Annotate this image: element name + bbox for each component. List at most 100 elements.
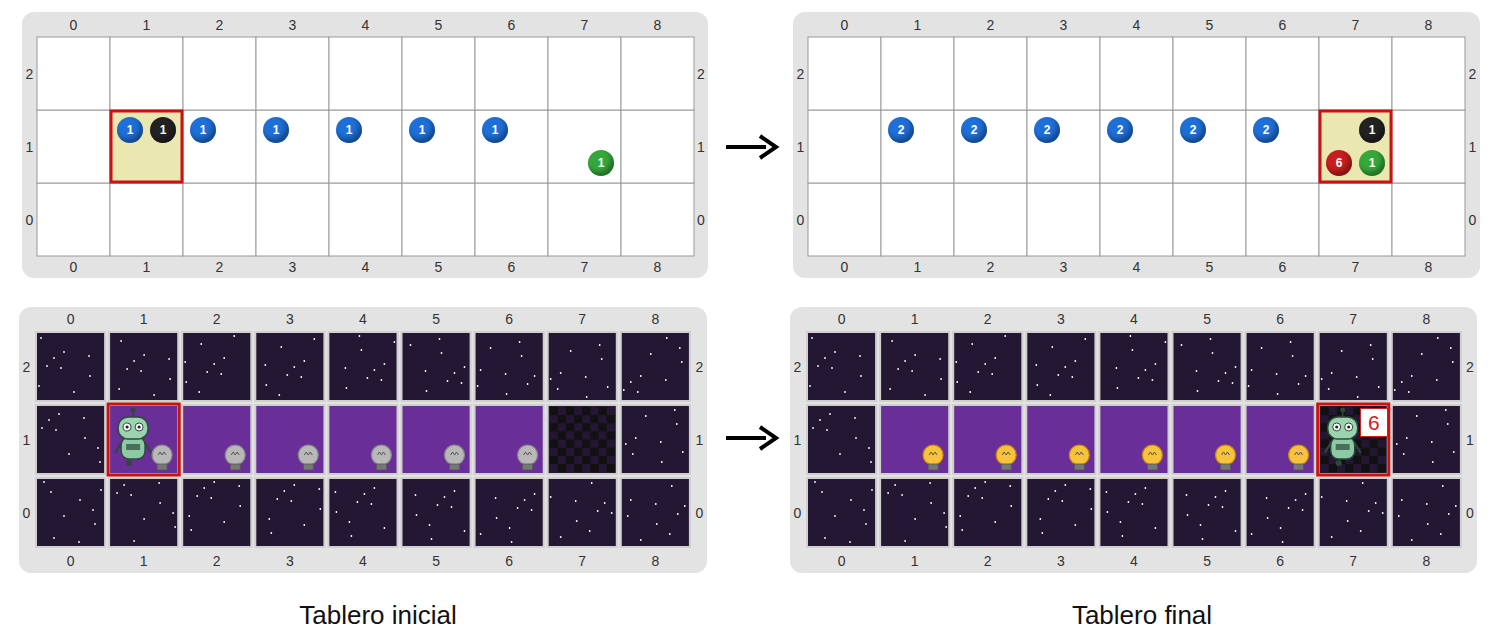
row-number: 1	[1469, 140, 1477, 154]
star	[655, 503, 657, 505]
column-number: 0	[70, 18, 78, 32]
goal-check	[558, 448, 566, 456]
column-number: 1	[914, 18, 922, 32]
star	[824, 537, 826, 539]
board-cell	[328, 405, 397, 474]
star	[859, 355, 861, 357]
ball-count: 2	[1263, 124, 1270, 136]
star	[286, 374, 288, 376]
board-cell	[953, 478, 1022, 547]
star	[1408, 391, 1410, 393]
star	[303, 360, 305, 362]
star	[319, 508, 321, 510]
star	[1266, 497, 1268, 499]
star	[550, 378, 552, 380]
star	[48, 419, 50, 421]
star	[172, 512, 174, 514]
board-cell	[109, 332, 178, 401]
row-number: 2	[23, 360, 31, 374]
star	[601, 358, 603, 360]
star	[904, 360, 906, 362]
ball-count: 1	[200, 124, 207, 136]
board-cell	[110, 37, 183, 110]
star	[496, 517, 498, 519]
goal-check	[574, 464, 582, 472]
star	[984, 363, 986, 365]
row-number: 1	[697, 140, 705, 154]
column-number: 2	[216, 18, 224, 32]
column-number: 0	[841, 18, 849, 32]
ball: 1	[409, 117, 435, 143]
star	[384, 363, 386, 365]
star	[971, 343, 973, 345]
star	[591, 482, 593, 484]
star	[637, 391, 639, 393]
star	[345, 367, 347, 369]
star	[1453, 451, 1455, 453]
star	[844, 391, 846, 393]
ball-count: 2	[1044, 124, 1051, 136]
star	[374, 487, 376, 489]
star	[210, 497, 212, 499]
star	[1440, 533, 1442, 535]
star	[68, 453, 70, 455]
star	[956, 381, 958, 383]
column-number: 1	[914, 260, 922, 274]
star	[97, 447, 99, 449]
column-number: 8	[654, 18, 662, 32]
star	[276, 498, 278, 500]
star	[278, 394, 280, 396]
board-cell	[1099, 405, 1168, 474]
ball: 2	[961, 117, 987, 143]
ball-count: 2	[1117, 124, 1124, 136]
column-number: 3	[1060, 18, 1068, 32]
star	[198, 391, 200, 393]
column-number: 4	[1130, 554, 1138, 568]
column-number: 7	[578, 312, 586, 326]
star	[79, 499, 81, 501]
ball: 1	[263, 117, 289, 143]
column-number: 8	[654, 260, 662, 274]
board-cell	[183, 110, 256, 183]
star	[153, 394, 155, 396]
star	[359, 335, 361, 337]
star	[349, 521, 351, 523]
board-cell	[953, 405, 1022, 474]
star	[123, 484, 125, 486]
row-number: 2	[697, 67, 705, 81]
star	[1155, 527, 1157, 529]
board-cell	[548, 183, 621, 256]
star	[914, 518, 916, 520]
star	[959, 515, 961, 517]
board-cell	[807, 332, 876, 401]
row-number: 2	[797, 67, 805, 81]
star	[94, 523, 96, 525]
board-cell	[255, 332, 324, 401]
board-frame	[793, 12, 1480, 278]
star	[811, 337, 813, 339]
star	[1347, 520, 1349, 522]
board-cell	[182, 405, 251, 474]
board-cell	[475, 332, 544, 401]
row-number: 0	[797, 213, 805, 227]
star	[1403, 453, 1405, 455]
board-cell	[880, 478, 949, 547]
star	[490, 347, 492, 349]
star	[223, 521, 225, 523]
star	[849, 541, 851, 543]
star	[169, 378, 171, 380]
column-number: 1	[143, 18, 151, 32]
star	[84, 437, 86, 439]
star	[929, 482, 931, 484]
ball: 2	[1180, 117, 1206, 143]
light-bulb	[996, 445, 1016, 470]
column-number: 1	[911, 554, 919, 568]
board-cell	[109, 478, 178, 547]
star	[143, 354, 145, 356]
column-number: 8	[1425, 18, 1433, 32]
board-cell	[808, 37, 881, 110]
row-number: 2	[696, 360, 704, 374]
star	[1010, 505, 1012, 507]
star	[1107, 511, 1109, 513]
column-number: 5	[1203, 312, 1211, 326]
